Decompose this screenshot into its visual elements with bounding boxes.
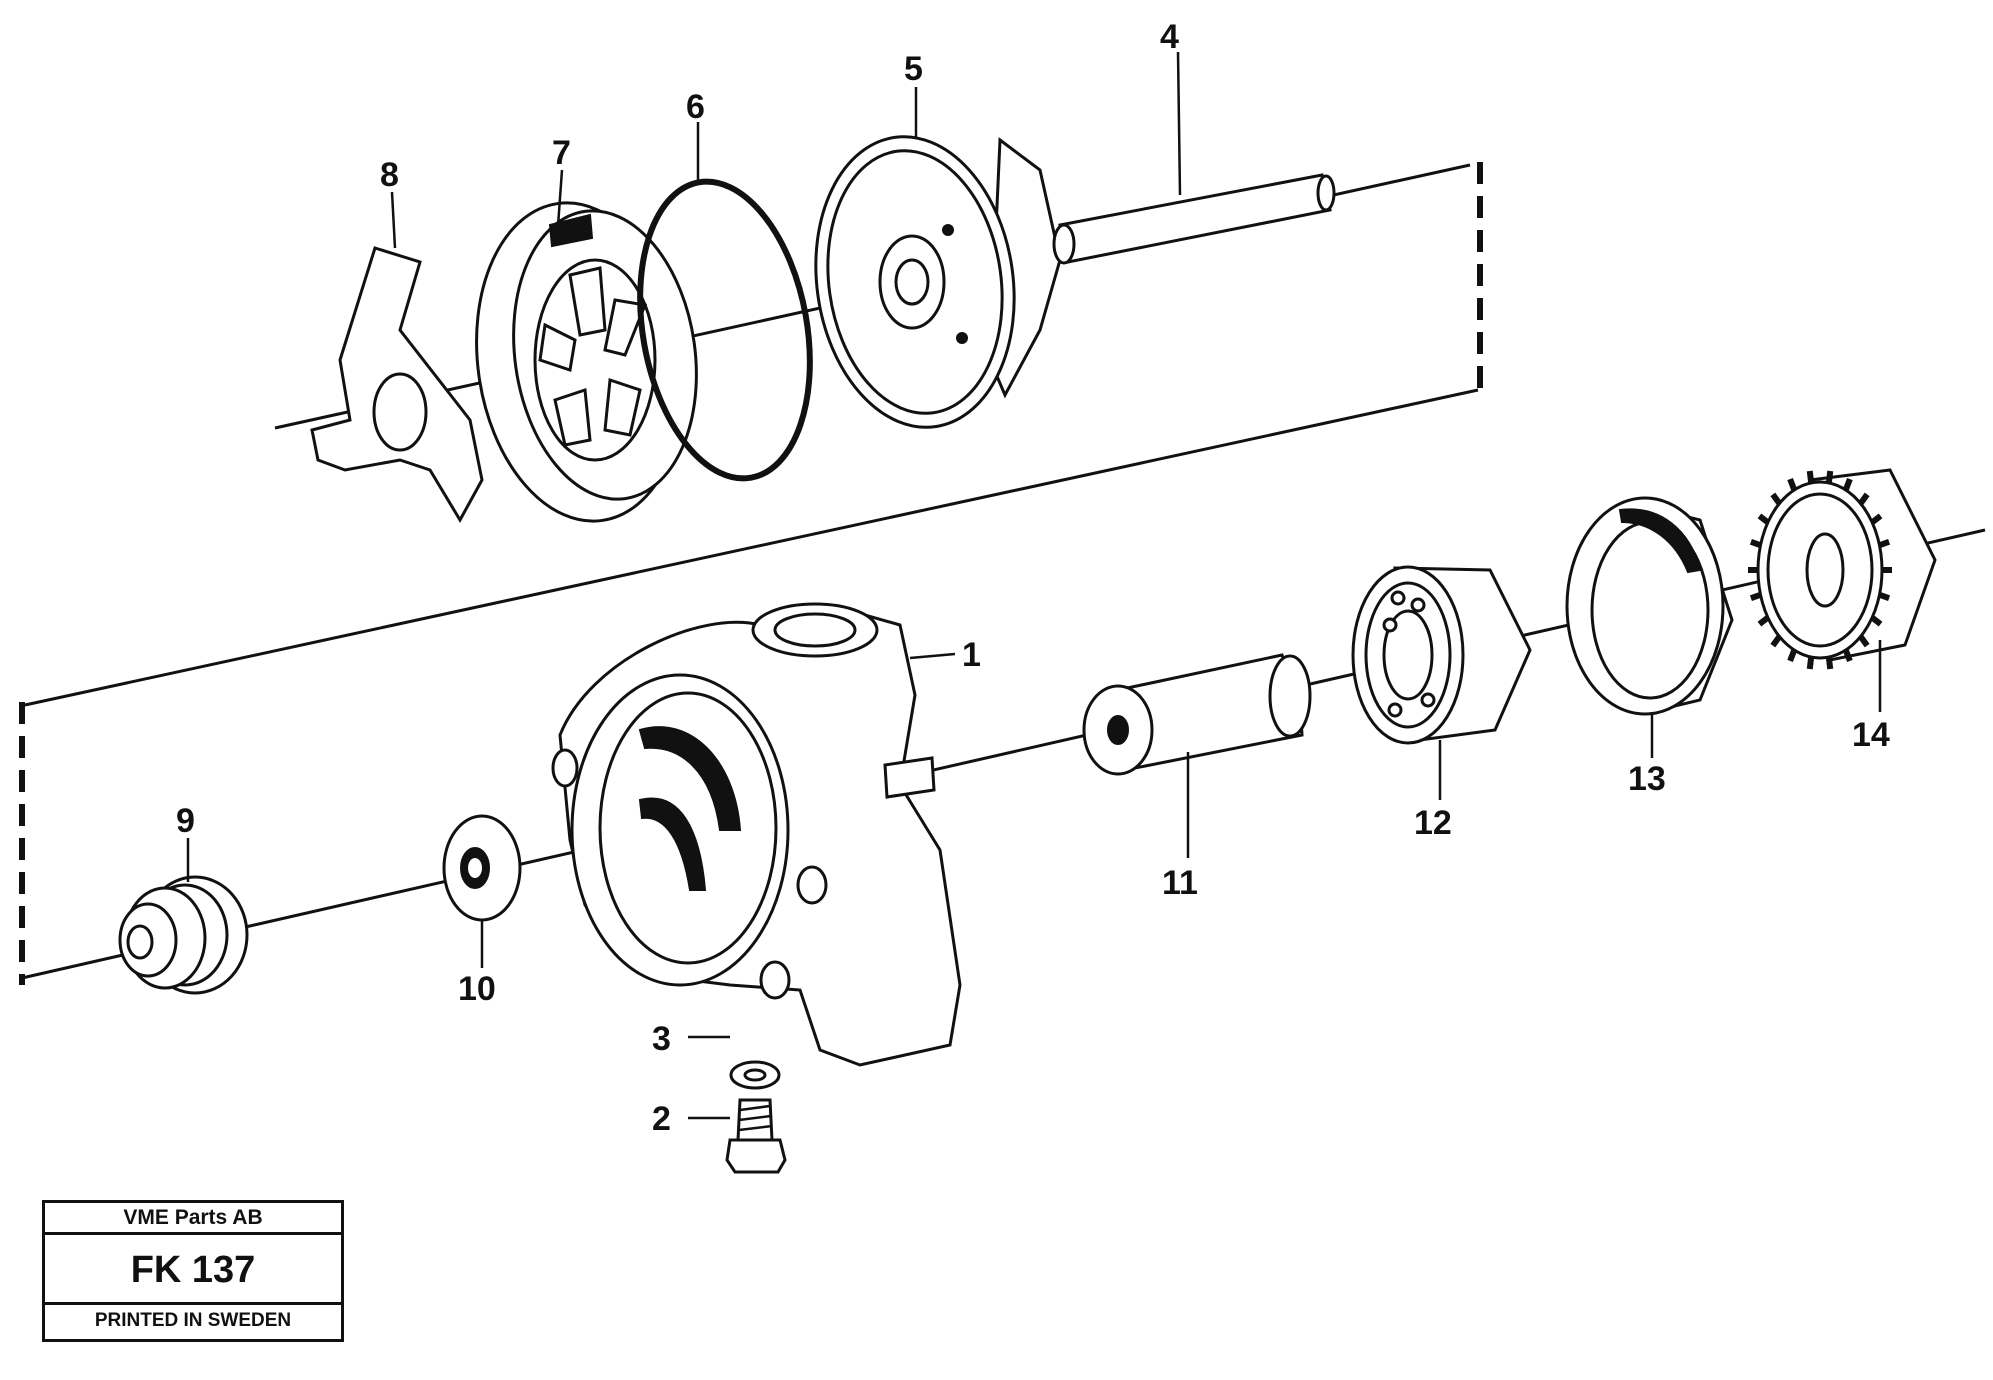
title-block-figure-code: FK 137: [45, 1235, 341, 1305]
gear-tooth: [1825, 470, 1834, 484]
gear-tooth: [1749, 538, 1762, 549]
part-12-ball-bearing: [1351, 565, 1532, 745]
part-4-shaft: [1052, 173, 1336, 265]
callout-3: 3: [652, 1020, 671, 1058]
callout-4: 4: [1160, 18, 1179, 56]
callout-8: 8: [380, 156, 399, 194]
leader-8: [390, 191, 397, 249]
gear-tooth: [1870, 615, 1883, 627]
gear-tooth: [1770, 634, 1782, 648]
leader-7: [556, 169, 564, 227]
part-8-star-plate: [310, 246, 484, 524]
callout-7: 7: [552, 134, 571, 172]
part-14-gear-pulley: [1748, 468, 1937, 670]
callout-1: 1: [962, 636, 981, 674]
gear-tooth: [1787, 648, 1798, 663]
callout-2: 2: [652, 1100, 671, 1138]
gear-tooth: [1858, 634, 1870, 648]
gear-tooth: [1825, 656, 1834, 670]
gear-tooth: [1757, 615, 1770, 627]
part-3-washer: [729, 1060, 781, 1090]
gear-tooth: [1878, 538, 1891, 549]
gear-teeth: [1748, 470, 1892, 670]
part-11-spacer-sleeve: [1082, 653, 1312, 776]
callout-11: 11: [1162, 864, 1198, 902]
part-5-impeller: [814, 135, 1062, 429]
gear-tooth: [1870, 513, 1883, 525]
gear-tooth: [1858, 492, 1870, 506]
gear-tooth: [1757, 513, 1770, 525]
part-10-seal-ring: [442, 814, 522, 922]
callout-10: 10: [458, 970, 496, 1008]
callout-13: 13: [1628, 760, 1666, 798]
part-2-drain-plug: [725, 1098, 787, 1174]
part-7-seal-housing: [475, 201, 698, 523]
callout-14: 14: [1852, 716, 1890, 754]
leader-1: [909, 652, 956, 660]
gear-tooth: [1806, 656, 1815, 670]
callout-9: 9: [176, 802, 195, 840]
part-1-pump-housing: [551, 602, 962, 1067]
gear-tooth: [1806, 470, 1815, 484]
part-13-cover-cap: [1565, 496, 1734, 716]
leader-lines: [186, 51, 1882, 1120]
callout-12: 12: [1414, 804, 1452, 842]
callout-6: 6: [686, 88, 705, 126]
diagonal-connector: [24, 388, 1479, 707]
gear-tooth: [1770, 492, 1782, 506]
title-block-company: VME Parts AB: [45, 1203, 341, 1235]
callout-5: 5: [904, 50, 923, 88]
gear-tooth: [1842, 477, 1853, 492]
leader-4: [1176, 51, 1182, 196]
gear-tooth: [1878, 591, 1891, 602]
title-block-printed-note: PRINTED IN SWEDEN: [94, 1310, 292, 1331]
gear-tooth: [1787, 477, 1798, 492]
title-block: VME Parts AB FK 137 PRINTED IN SWEDEN: [42, 1200, 344, 1342]
gear-tooth: [1842, 648, 1853, 663]
part-9-shaft-seal: [118, 875, 249, 995]
gear-tooth: [1749, 591, 1762, 602]
part-6-o-ring: [637, 178, 813, 482]
